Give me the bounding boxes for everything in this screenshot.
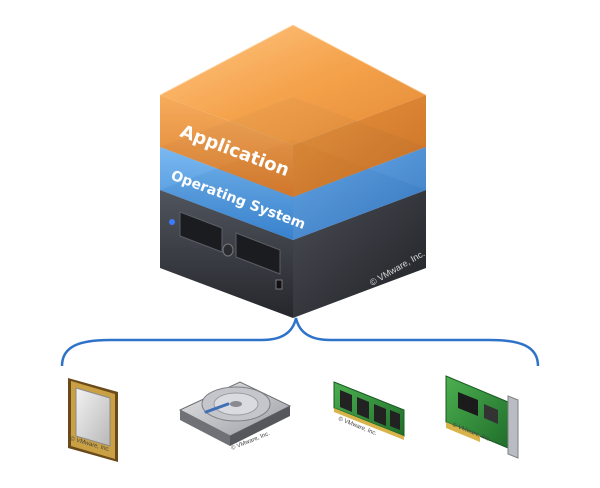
app-top-ridge-left xyxy=(159,24,294,96)
server-drive-bay-left xyxy=(179,211,223,253)
server-power-led xyxy=(169,219,175,225)
app-left-face xyxy=(160,95,293,197)
cpu-icon: © VMware, Inc. xyxy=(68,378,118,462)
app-top-face xyxy=(160,25,426,145)
os-right-face xyxy=(293,147,426,240)
app-top-ridge-right xyxy=(292,24,427,96)
server-right-face xyxy=(293,190,426,318)
hardware-brace xyxy=(60,317,540,367)
ram-module-icon: © VMware, Inc. xyxy=(333,381,405,440)
server-usb-port xyxy=(275,279,283,290)
app-right-face xyxy=(293,95,426,197)
application-layer xyxy=(159,24,427,197)
server-drive-bay-right xyxy=(235,232,281,275)
hard-disk-icon: © VMware, Inc. xyxy=(178,381,292,452)
server-power-button xyxy=(222,243,234,257)
network-card-icon: © VMware, Inc. xyxy=(445,375,519,459)
os-left-face xyxy=(160,147,293,240)
